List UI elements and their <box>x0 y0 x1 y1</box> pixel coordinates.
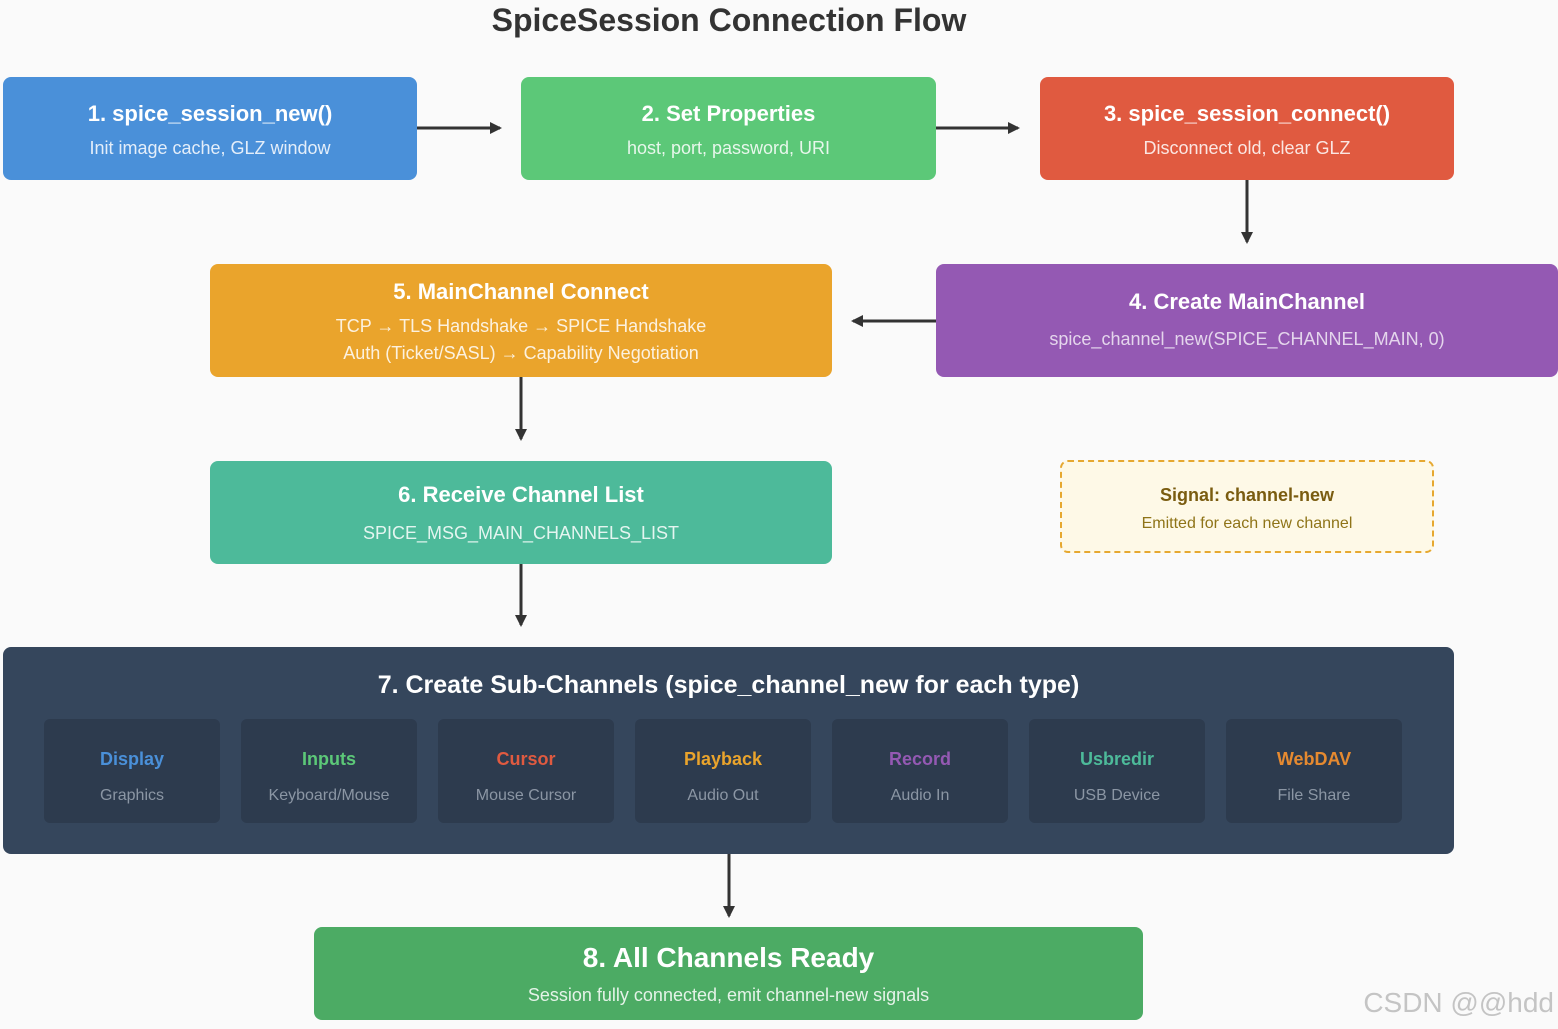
subchannel-desc: Audio In <box>890 787 950 804</box>
step-2-title: 2. Set Properties <box>641 101 816 126</box>
subchannel-desc: Mouse Cursor <box>475 787 577 804</box>
subchannel-record: Record Audio In <box>832 719 1008 823</box>
step-3-box: 3. spice_session_connect() Disconnect ol… <box>1040 77 1454 180</box>
signal-title: Signal: channel-new <box>1159 485 1335 505</box>
step-7-title: 7. Create Sub-Channels (spice_channel_ne… <box>377 671 1080 699</box>
step-1-title: 1. spice_session_new() <box>87 101 333 126</box>
subchannel-playback: Playback Audio Out <box>635 719 811 823</box>
subchannel-name: WebDAV <box>1276 749 1352 769</box>
step-1-subtitle: Init image cache, GLZ window <box>89 138 331 158</box>
subchannel-name: Cursor <box>496 749 556 769</box>
subchannel-name: Display <box>99 749 165 769</box>
subchannel-desc: Audio Out <box>687 787 759 804</box>
subchannel-display: Display Graphics <box>44 719 220 823</box>
subchannel-desc: USB Device <box>1073 787 1161 804</box>
subchannel-name: Usbredir <box>1079 749 1155 769</box>
subchannel-usbredir: Usbredir USB Device <box>1029 719 1205 823</box>
diagram-title: SpiceSession Connection Flow <box>491 2 967 38</box>
subchannel-desc: File Share <box>1277 787 1351 804</box>
step-8-title: 8. All Channels Ready <box>582 942 875 973</box>
subchannel-inputs: Inputs Keyboard/Mouse <box>241 719 417 823</box>
step-5-box: 5. MainChannel Connect TCP → TLS Handsha… <box>210 264 832 377</box>
step-3-title: 3. spice_session_connect() <box>1103 101 1391 126</box>
step-2-subtitle: host, port, password, URI <box>626 138 831 158</box>
step-4-box: 4. Create MainChannel spice_channel_new(… <box>936 264 1558 377</box>
subchannel-name: Playback <box>683 749 763 769</box>
step-3-subtitle: Disconnect old, clear GLZ <box>1143 138 1351 158</box>
subchannel-name: Inputs <box>302 749 356 769</box>
subchannel-desc: Keyboard/Mouse <box>268 787 390 804</box>
step-8-box: 8. All Channels Ready Session fully conn… <box>314 927 1143 1020</box>
step-1-box: 1. spice_session_new() Init image cache,… <box>3 77 417 180</box>
signal-note: Signal: channel-new Emitted for each new… <box>1060 460 1434 553</box>
step-4-subtitle: spice_channel_new(SPICE_CHANNEL_MAIN, 0) <box>1049 329 1445 349</box>
step-6-box: 6. Receive Channel List SPICE_MSG_MAIN_C… <box>210 461 832 564</box>
step-6-subtitle: SPICE_MSG_MAIN_CHANNELS_LIST <box>362 523 680 543</box>
step-5-subtitle-line-1: TCP → TLS Handshake → SPICE Handshake <box>335 316 707 336</box>
subchannel-name: Record <box>888 749 951 769</box>
watermark: CSDN @@hdd <box>1363 987 1554 1018</box>
step-8-subtitle: Session fully connected, emit channel-ne… <box>527 985 930 1005</box>
step-6-title: 6. Receive Channel List <box>398 482 644 507</box>
step-7-box: 7. Create Sub-Channels (spice_channel_ne… <box>3 647 1454 854</box>
step-5-subtitle-line-2: Auth (Ticket/SASL) → Capability Negotiat… <box>343 343 699 363</box>
subchannel-cursor: Cursor Mouse Cursor <box>438 719 614 823</box>
step-5-title: 5. MainChannel Connect <box>393 279 649 304</box>
subchannel-desc: Graphics <box>99 787 165 804</box>
step-2-box: 2. Set Properties host, port, password, … <box>521 77 936 180</box>
signal-subtitle: Emitted for each new channel <box>1141 515 1353 532</box>
subchannel-webdav: WebDAV File Share <box>1226 719 1402 823</box>
step-4-title: 4. Create MainChannel <box>1129 289 1365 314</box>
